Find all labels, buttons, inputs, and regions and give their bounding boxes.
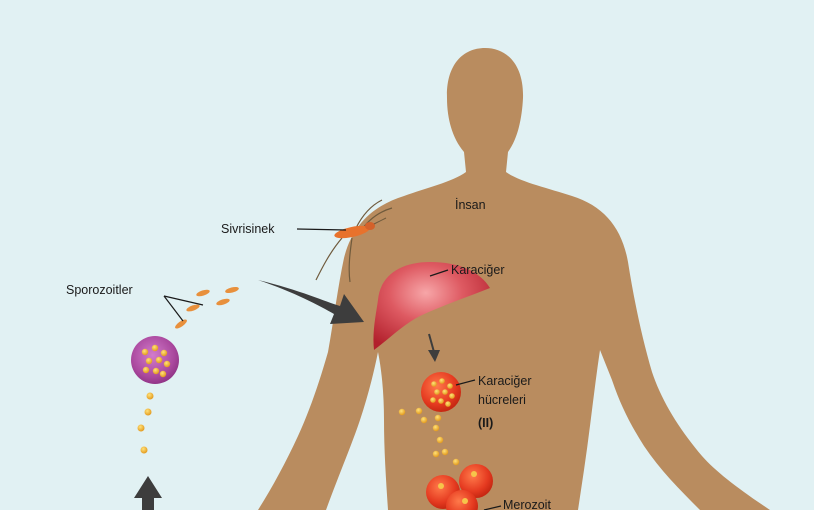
merozoite-label: Merozoit	[503, 498, 551, 510]
liver-cell	[421, 372, 461, 412]
liver-cells-marker: (II)	[478, 416, 493, 430]
sporozoites-label: Sporozoitler	[66, 283, 133, 297]
human-body	[258, 48, 770, 510]
released-parasites	[138, 393, 154, 454]
sporozoites	[174, 286, 240, 330]
arrow-up	[134, 476, 162, 510]
human-label: İnsan	[455, 198, 486, 212]
liver-cells-label-line2: hücreleri	[478, 393, 526, 407]
mosquito-label: Sivrisinek	[221, 222, 275, 236]
liver-label: Karaciğer	[451, 263, 505, 277]
infected-red-blood-cell	[131, 336, 179, 384]
liver-cells-label-line1: Karaciğer	[478, 374, 532, 388]
